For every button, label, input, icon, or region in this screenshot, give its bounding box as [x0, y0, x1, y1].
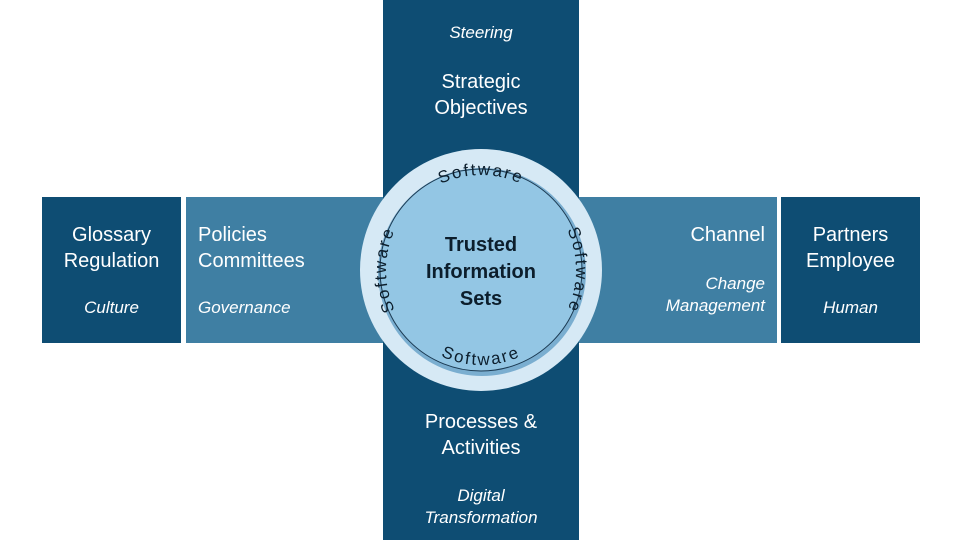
change-management-label: Change Management [665, 274, 765, 315]
center-title: Trusted Information Sets [426, 234, 536, 310]
steering-label: Steering [449, 23, 513, 42]
channel-label: Channel [690, 224, 765, 246]
partners-employee-label: Partners Employee [806, 224, 895, 272]
glossary-regulation-label: Glossary Regulation [63, 224, 160, 272]
policies-committees-box: Policies Committees Governance [186, 197, 383, 343]
processes-activities-label: Processes & Activities [424, 411, 538, 459]
human-label: Human [823, 298, 878, 317]
policies-committees-label: Policies Committees [198, 224, 305, 272]
partners-employee-box: Partners Employee Human [781, 197, 920, 343]
channel-box: Channel Change Management [579, 197, 777, 343]
culture-label: Culture [84, 298, 139, 317]
governance-label: Governance [198, 298, 291, 317]
digital-transformation-label: Digital Transformation [424, 486, 538, 527]
strategic-objectives-label: Strategic Objectives [434, 71, 528, 119]
glossary-regulation-box: Glossary Regulation Culture [42, 197, 181, 343]
trusted-information-core [379, 168, 583, 372]
